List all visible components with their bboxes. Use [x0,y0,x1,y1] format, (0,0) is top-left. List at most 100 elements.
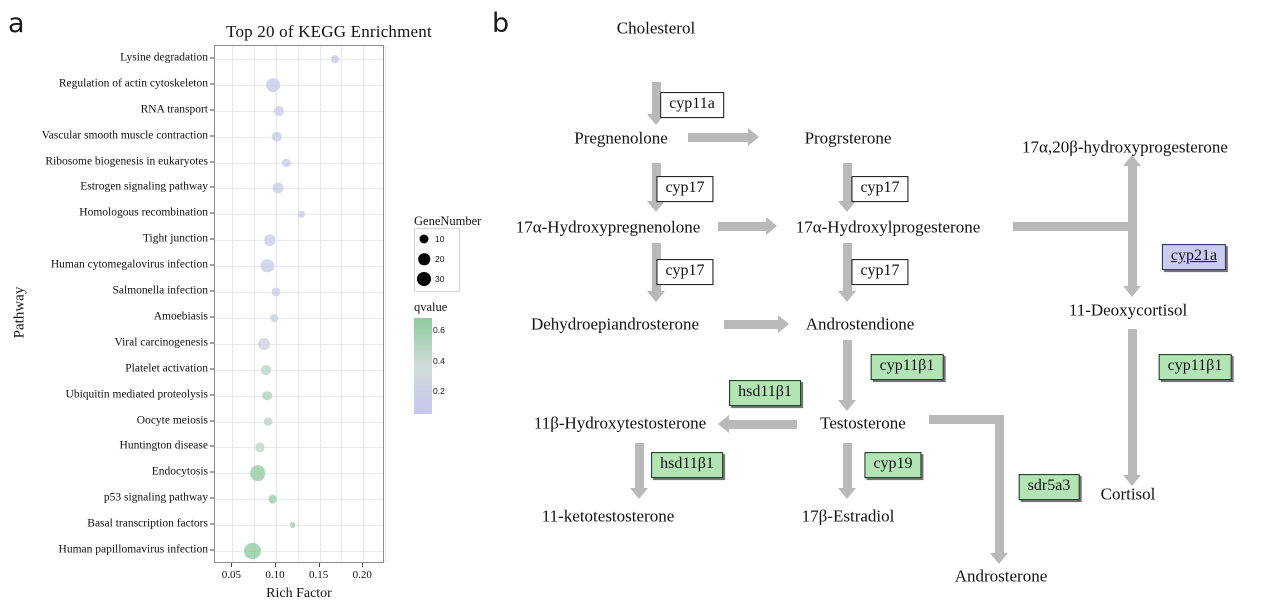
panel-a-letter: a [8,8,25,39]
gridline-horizontal [215,58,383,60]
gridline-vertical [385,46,386,562]
y-axis-tick [210,368,214,370]
arrow-hydroxylprogesterone-to-androstendione [843,243,852,293]
arrow-androstendione-to-testosterone [843,340,852,402]
arrowhead-down-6 [838,291,856,302]
enzyme-box-cyp11b1-cortisol[interactable]: cyp11β1 [1158,354,1232,380]
gene-number-legend-row: 30 [415,269,459,289]
y-axis-tick [210,212,214,214]
enzyme-box-hsd11b1-upper[interactable]: hsd11β1 [729,380,801,406]
arrowhead-down-8 [1123,475,1141,486]
metabolite-testosterone: Testosterone [820,413,906,433]
y-axis-label: Estrogen signaling pathway [80,180,208,193]
arrow-branch-vertical-down [1128,227,1137,289]
gridline-horizontal [215,317,383,319]
data-point [263,417,273,426]
enzyme-label-cyp19: cyp19 [873,455,913,473]
enzyme-box-cyp21a[interactable]: cyp21a [1161,244,1227,270]
qvalue-legend-tick-label: 0.6 [433,325,445,336]
enzyme-label-cyp11a: cyp11a [669,95,715,113]
y-axis-tick [210,238,214,240]
metabolite-17a-hydroxypregnenolone: 17α-Hydroxypregnenolone [515,217,701,237]
y-axis-label: Salmonella infection [112,284,209,297]
arrow-testosterone-to-androsterone-horizontal [929,415,1004,424]
arrowhead-down-7 [838,400,856,411]
gridline-horizontal [215,84,383,86]
y-axis-label: Tight junction [142,232,208,245]
arrow-cholesterol-to-pregnenolone [652,82,661,116]
gridline-horizontal [215,266,383,268]
metabolite-11b-hydroxytestosterone: 11β-Hydroxytestosterone [533,413,707,433]
enzyme-label-cyp11b1-right: cyp11β1 [1167,357,1223,375]
data-point [272,182,284,194]
gridline-vertical [363,46,365,562]
data-point [271,131,283,142]
data-point [331,55,340,63]
enzyme-label-hsd11b1-upper: hsd11β1 [738,383,792,401]
data-point [262,390,273,401]
x-axis-tick [318,563,320,567]
y-axis-tick [210,109,214,111]
enzyme-box-cyp17-progesterone[interactable]: cyp17 [851,176,909,202]
arrow-hydroxylprogesterone-branch-horizontal [1013,222,1133,231]
gene-number-legend-dot [418,253,430,265]
enzyme-box-cyp11b1-testosterone[interactable]: cyp11β1 [870,354,944,380]
panel-b-steroidogenesis-pathway: b Cholesterol Pregnenolone [480,0,1262,612]
data-point [289,522,296,529]
panel-a-kegg-dotplot: a Top 20 of KEGG Enrichment Pathway Lysi… [0,0,500,612]
metabolite-17a-hydroxylprogesterone: 17α-Hydroxylprogesterone [795,217,981,237]
arrow-progesterone-to-hydroxylprogesterone [843,163,852,203]
arrowhead-down-5 [647,291,665,302]
metabolite-progesterone: Progrsterone [804,128,892,148]
y-axis-tick [210,290,214,292]
gene-number-legend-dot [417,272,431,286]
gridline-horizontal [215,525,383,527]
x-axis-tick-label: 0.20 [352,569,372,581]
plot-area [214,45,386,563]
qvalue-legend-tick-label: 0.2 [433,386,445,397]
y-axis-label: Oocyte meiosis [136,413,208,426]
y-axis-tick [210,316,214,318]
arrow-testosterone-to-androsterone-vertical [995,415,1004,555]
enzyme-box-hsd11b1-lower[interactable]: hsd11β1 [651,452,723,478]
data-point [270,314,279,322]
y-axis-label: Endocytosis [151,465,208,478]
enzyme-box-cyp17-hydroxylprogesterone[interactable]: cyp17 [851,259,909,285]
x-axis-tick-label: 0.10 [265,569,285,581]
y-axis-label: Regulation of actin cytoskeleton [58,77,208,90]
gridline-horizontal [215,499,383,501]
y-axis-label: Basal transcription factors [87,517,208,530]
metabolite-11-ketotestosterone: 11-ketotestosterone [541,506,675,526]
arrow-pregnenolone-to-progesterone [688,133,750,142]
data-point [271,287,281,297]
x-axis-title: Rich Factor [266,586,332,601]
data-point [260,364,271,375]
enzyme-box-cyp17-pregnenolone[interactable]: cyp17 [656,176,714,202]
y-axis-label: Human papillomavirus infection [58,543,208,556]
data-point [266,77,281,92]
arrow-hydroxypregnenolone-to-hydroxylprogesterone [718,222,768,231]
y-axis-label: Viral carcinogenesis [114,336,208,349]
enzyme-label-cyp11b1-mid: cyp11β1 [879,357,935,375]
gridline-horizontal [215,343,383,345]
arrowhead-down-9 [630,488,648,499]
metabolite-androsterone: Androsterone [954,566,1048,586]
y-axis-tick [210,264,214,266]
metabolite-pregnenolone: Pregnenolone [574,128,668,148]
y-axis-tick [210,57,214,59]
arrowhead-down-11 [990,553,1008,564]
enzyme-box-cyp19[interactable]: cyp19 [864,452,922,478]
arrowhead-right-1 [748,128,759,146]
data-point [273,105,284,116]
gridline-horizontal [215,473,383,475]
enzyme-box-cyp11a[interactable]: cyp11a [660,92,724,118]
gene-number-legend-title: GeneNumber [414,214,482,228]
gridline-horizontal [215,188,383,190]
enzyme-box-cyp17-hydroxypregnenolone[interactable]: cyp17 [656,259,714,285]
x-axis-tick [275,563,277,567]
arrowhead-right-3 [778,315,789,333]
y-axis-label: Homologous recombination [79,206,208,219]
gene-number-legend-dot [419,234,429,244]
arrow-hydroxytestosterone-to-ketotestosterone [635,443,644,490]
enzyme-box-sdr5a3[interactable]: sdr5a3 [1018,474,1080,500]
